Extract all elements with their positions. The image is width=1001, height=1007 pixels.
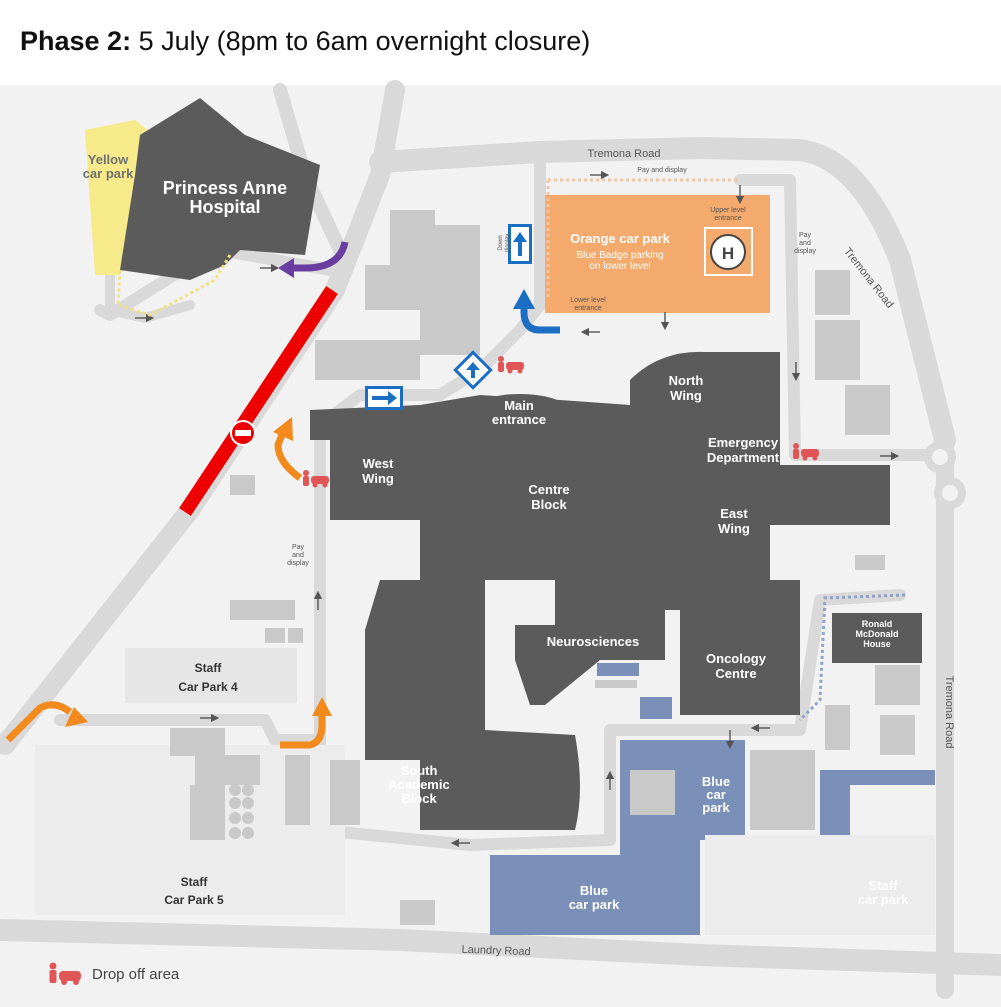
laundry-road (0, 919, 1001, 976)
blue-arrowhead (513, 289, 535, 309)
blue-route-arrow (520, 305, 560, 334)
staff-car-park-right (705, 835, 935, 935)
tremona-road-top (369, 137, 956, 451)
down-display-label: Downdisplay (498, 234, 511, 253)
drop-off-icon-main (498, 356, 524, 374)
map-legend: Drop off area (48, 962, 179, 986)
phase-description: 5 July (8pm to 6am overnight closure) (138, 26, 591, 56)
blue-block-small-2 (640, 697, 672, 719)
tremona-road-right-label: Tremona Road (943, 676, 955, 749)
page-title: Phase 2: 5 July (8pm to 6am overnight cl… (20, 26, 590, 57)
closed-road-section (179, 286, 338, 516)
orange-route-arrow-top (274, 430, 303, 481)
phase-label: Phase 2: (20, 26, 132, 56)
main-hospital-complex (310, 351, 890, 830)
main-diagonal-road (0, 80, 405, 755)
blue-block-small (597, 663, 639, 676)
helipad-pad (704, 227, 753, 276)
orange-park-access-path (546, 178, 740, 300)
princess-anne-footpath (116, 254, 232, 317)
emergency-access-road (734, 174, 946, 461)
orange-arrowhead-top (273, 417, 293, 441)
helipad-icon (710, 234, 746, 270)
pay-display-top-label: Pay and display (637, 167, 687, 174)
orange-route-arrow-bottom (280, 712, 326, 749)
grey-block-small (595, 680, 637, 688)
minor-buildings (170, 210, 920, 925)
staff-car-park-4 (125, 648, 297, 703)
staff-car-park-road (54, 714, 326, 746)
drop-off-legend-icon (49, 962, 81, 985)
direction-sign-right (365, 386, 403, 410)
traffic-flow-arrows (135, 170, 900, 848)
orange-arrowhead-left (65, 707, 88, 727)
helipad-label: H (722, 244, 734, 263)
ronald-mcdonald-house (832, 613, 922, 663)
purple-route-arrow (290, 241, 349, 272)
tremona-road-top-label: Tremona Road (588, 148, 661, 160)
roundabout-north (924, 441, 956, 473)
no-entry-icon (230, 420, 256, 446)
roundabout-south (934, 477, 966, 509)
orange-arrowhead-bottom (312, 697, 332, 716)
orange-route-arrow-left (5, 701, 73, 743)
main-entrance-canopy (475, 394, 565, 422)
neurosciences-label: Neurosciences (547, 634, 640, 649)
laundry-road-label: Laundry Road (461, 944, 530, 958)
purple-arrowhead (278, 258, 294, 278)
orange-car-park-label: Orange car park (570, 231, 670, 246)
drop-off-legend-label: Drop off area (92, 965, 180, 983)
direction-sign-up (508, 224, 532, 264)
princess-anne-hospital (120, 98, 320, 280)
internal-road-ring (314, 159, 906, 851)
drop-off-icon-west (303, 470, 329, 488)
drop-off-icon-emergency (793, 443, 819, 461)
